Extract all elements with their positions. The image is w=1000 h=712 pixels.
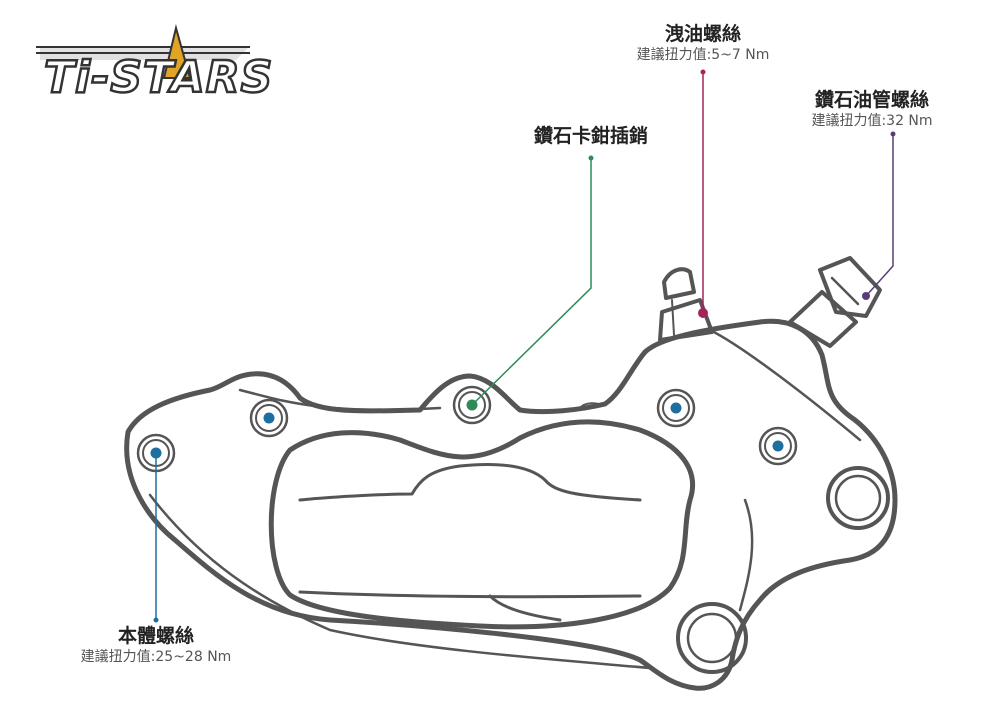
- banjo-bolt-leader: [865, 134, 894, 297]
- bleed-screw-torque: 建議扭力值:5~7 Nm: [636, 47, 770, 63]
- caliper-pin-leader: [471, 158, 592, 406]
- caliper-pin-title: 鑽石卡鉗插銷: [533, 125, 648, 147]
- bolt-marker: [758, 426, 798, 466]
- banjo-bolt-title: 鑽石油管螺絲: [814, 89, 929, 111]
- bolt-marker: [656, 388, 696, 428]
- body-bolt-markers: [136, 385, 798, 473]
- ti-stars-logo: Ti-STARS: [36, 24, 274, 104]
- banjo-bolt-label: 鑽石油管螺絲 建議扭力值:32 Nm: [772, 88, 972, 130]
- caliper-body: [124, 256, 898, 691]
- body-bolt-torque: 建議扭力值:25~28 Nm: [80, 649, 232, 665]
- bleed-screw-label: 洩油螺絲 建議扭力值:5~7 Nm: [603, 22, 803, 64]
- logo-wordmark: Ti-STARS: [44, 52, 273, 103]
- body-bolt-title: 本體螺絲: [117, 625, 194, 647]
- caliper-pin-label: 鑽石卡鉗插銷: [491, 124, 691, 148]
- leader-lines: [153, 69, 896, 623]
- body-bolt-label: 本體螺絲 建議扭力值:25~28 Nm: [56, 624, 256, 666]
- bleed-screw-title: 洩油螺絲: [664, 23, 741, 45]
- bolt-marker: [249, 398, 289, 438]
- banjo-bolt-torque: 建議扭力值:32 Nm: [811, 113, 933, 129]
